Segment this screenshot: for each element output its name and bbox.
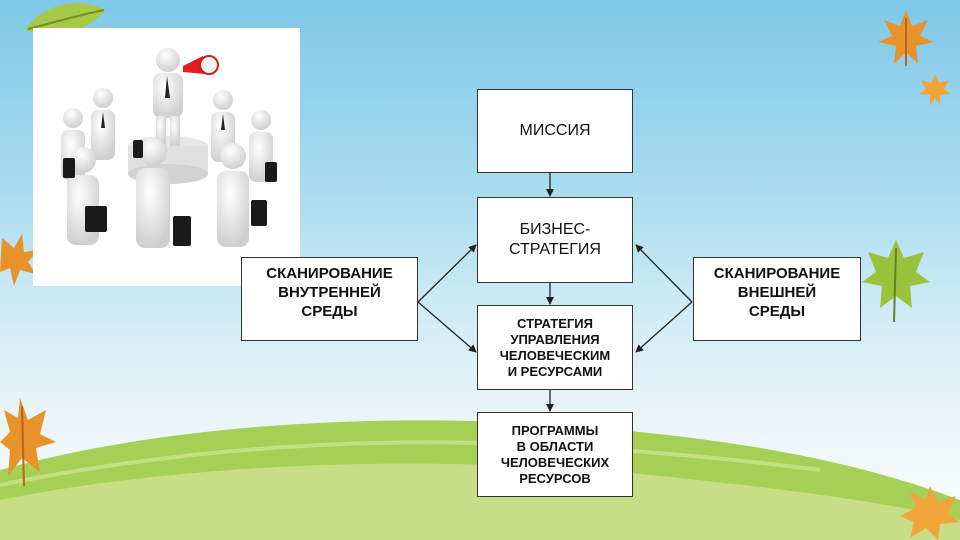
business-strategy-label: БИЗНЕС- СТРАТЕГИЯ [509,221,601,258]
leaf-green-top-icon [25,2,105,35]
team-figures-icon [61,48,277,248]
external-scan-label: СКАНИРОВАНИЕ ВНЕШНЕЙ СРЕДЫ [713,265,841,320]
external-scan-box: СКАНИРОВАНИЕ ВНЕШНЕЙ СРЕДЫ [693,257,861,341]
internal-scan-label: СКАНИРОВАНИЕ ВНУТРЕННЕЙ СРЕДЫ [266,265,393,320]
leaf-orange-bottom-left-icon [0,398,56,486]
hr-strategy-label: СТРАТЕГИЯ УПРАВЛЕНИЯ ЧЕЛОВЕЧЕСКИМ И РЕСУ… [499,315,611,379]
leaf-orange-left-icon [0,234,38,286]
team-illustration [33,28,300,286]
leaf-orange-bottom-right-icon [900,486,960,540]
hr-programs-label: ПРОГРАММЫ В ОБЛАСТИ ЧЕЛОВЕЧЕСКИХ РЕСУРСО… [500,422,610,486]
mission-box: МИССИЯ [477,89,633,173]
internal-scan-box: СКАНИРОВАНИЕ ВНУТРЕННЕЙ СРЕДЫ [241,257,418,341]
leaf-green-right-icon [862,240,930,322]
leaf-small-orange-icon [919,74,951,105]
mission-label: МИССИЯ [519,122,591,139]
hr-strategy-box: СТРАТЕГИЯ УПРАВЛЕНИЯ ЧЕЛОВЕЧЕСКИМ И РЕСУ… [477,305,633,390]
hill-front [0,463,960,540]
hr-programs-box: ПРОГРАММЫ В ОБЛАСТИ ЧЕЛОВЕЧЕСКИХ РЕСУРСО… [477,412,633,497]
leaf-orange-top-right-icon [878,10,934,66]
business-strategy-box: БИЗНЕС- СТРАТЕГИЯ [477,197,633,283]
